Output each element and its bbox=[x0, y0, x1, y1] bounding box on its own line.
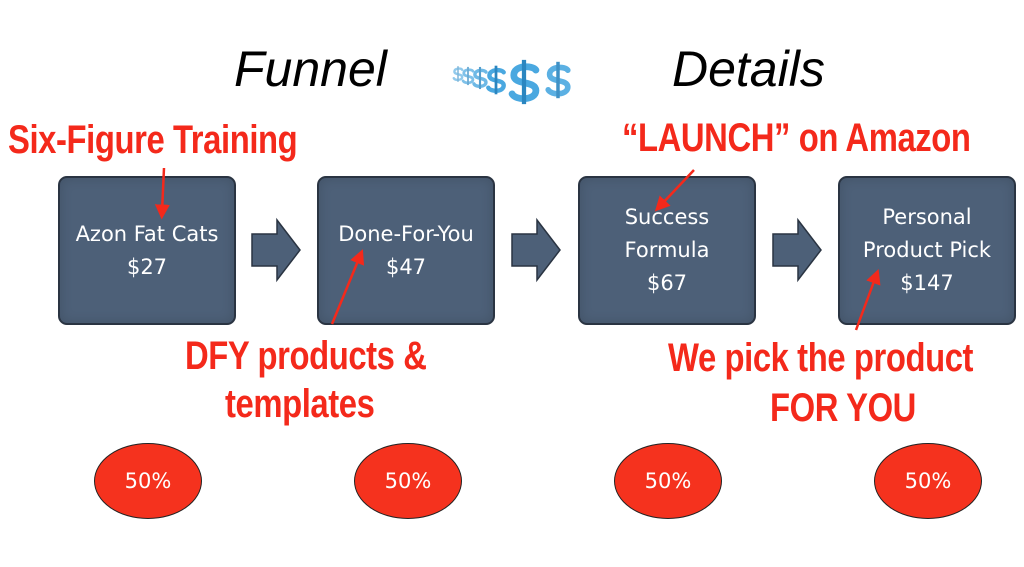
conversion-rate-2: 50% bbox=[354, 443, 462, 519]
step-name: Done-For-You bbox=[338, 221, 474, 246]
flow-arrow-2 bbox=[511, 217, 561, 283]
step-name: Personal bbox=[882, 205, 972, 229]
annotation-step2-line1: DFY products & bbox=[185, 334, 427, 378]
annotation-step4-line1: We pick the product bbox=[668, 336, 974, 380]
step-price: $47 bbox=[385, 254, 427, 279]
dollar-icon bbox=[452, 60, 568, 104]
annotation-step2-line2: templates bbox=[225, 382, 375, 426]
funnel-step-4: Personal Product Pick $147 bbox=[838, 176, 1016, 325]
title-funnel: Funnel bbox=[234, 41, 387, 97]
step-price: $27 bbox=[126, 254, 168, 279]
step-name: Success bbox=[624, 205, 710, 229]
conversion-rate-3: 50% bbox=[614, 443, 722, 519]
funnel-step-3: Success Formula $67 bbox=[578, 176, 756, 325]
annotation-step1: Six-Figure Training bbox=[8, 118, 298, 162]
step-name-line2: Product Pick bbox=[862, 238, 992, 262]
funnel-step-2: Done-For-You $47 bbox=[317, 176, 495, 325]
flow-arrow-1 bbox=[251, 217, 301, 283]
title-details: Details bbox=[672, 41, 825, 97]
step-price: $147 bbox=[900, 271, 954, 295]
flow-arrow-3 bbox=[772, 217, 822, 283]
conversion-rate-1: 50% bbox=[94, 443, 202, 519]
step-price: $67 bbox=[646, 271, 688, 295]
conversion-rate-4: 50% bbox=[874, 443, 982, 519]
annotation-step3: “LAUNCH” on Amazon bbox=[622, 116, 971, 160]
funnel-step-1: Azon Fat Cats $27 bbox=[58, 176, 236, 325]
annotation-step4-line2: FOR YOU bbox=[770, 386, 916, 430]
step-name-line2: Formula bbox=[624, 238, 710, 262]
step-name: Azon Fat Cats bbox=[75, 221, 219, 246]
